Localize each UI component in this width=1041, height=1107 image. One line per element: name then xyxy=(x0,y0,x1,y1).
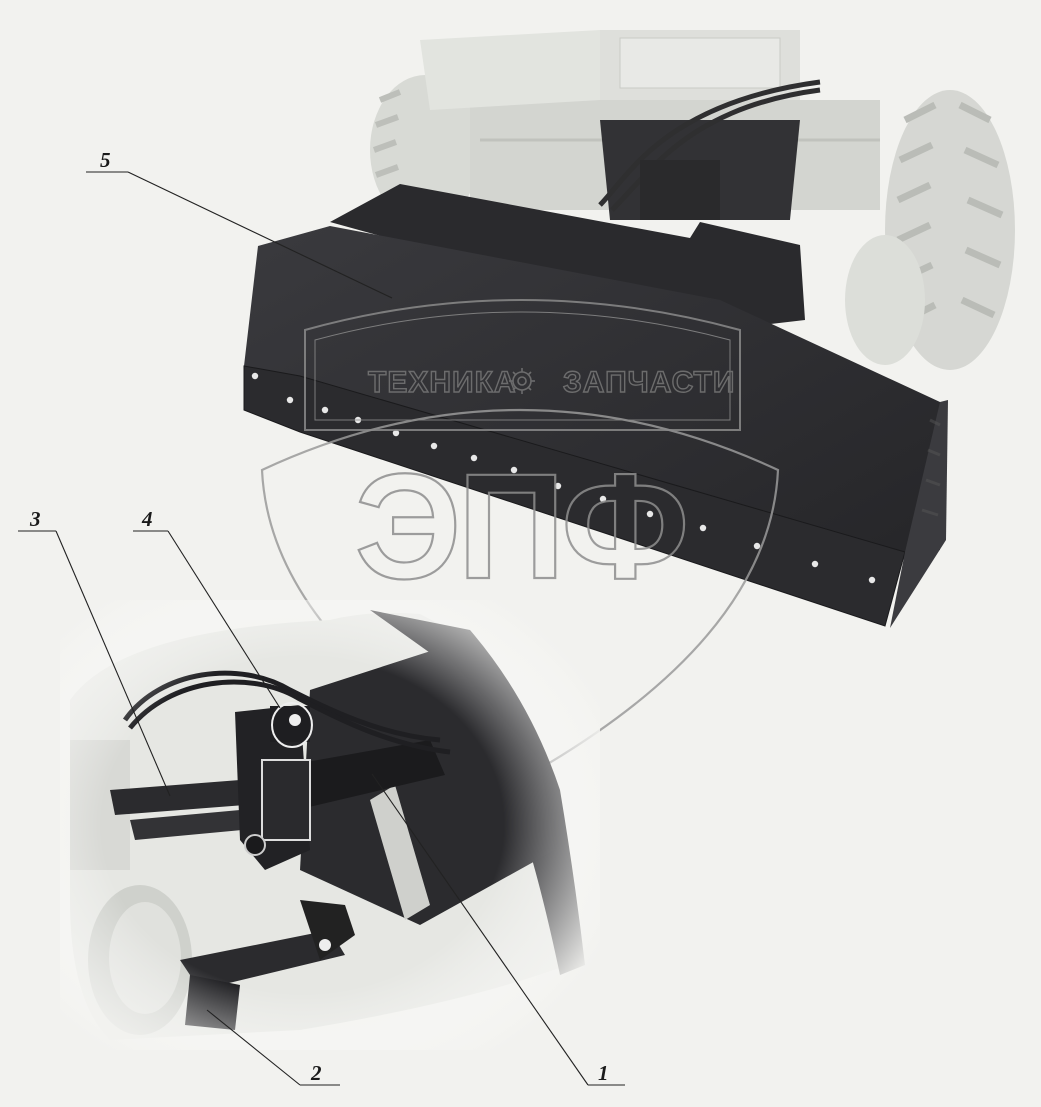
callout-1-label: 1 xyxy=(598,1061,609,1085)
callout-4-label: 4 xyxy=(141,507,153,531)
callout-1: 1 xyxy=(371,773,625,1086)
callout-5: 5 xyxy=(86,148,393,299)
gear-icon xyxy=(509,368,535,394)
callout-2-label: 2 xyxy=(310,1061,322,1085)
hydraulic-hoses-upper xyxy=(598,79,821,212)
watermark: ТЕХНИКА ЗАПЧАСТИ ЭПФ xyxy=(260,299,780,782)
mount-frame-closeup xyxy=(60,600,600,1050)
blade-bolts xyxy=(251,372,876,584)
tractor-front-wheel xyxy=(845,235,925,365)
watermark-monogram: ЭПФ xyxy=(355,442,686,610)
callout-4: 4 xyxy=(133,507,281,709)
callout-3-label: 3 xyxy=(29,507,41,531)
blade-end-plate xyxy=(890,400,948,628)
callout-3: 3 xyxy=(18,507,171,797)
watermark-brand-right: ЗАПЧАСТИ xyxy=(563,366,735,399)
callout-2: 2 xyxy=(206,1009,340,1086)
watermark-plaque xyxy=(304,299,741,431)
callout-5-label: 5 xyxy=(100,148,111,172)
tractor-background xyxy=(370,30,1015,370)
watermark-brand-left: ТЕХНИКА xyxy=(368,366,517,399)
